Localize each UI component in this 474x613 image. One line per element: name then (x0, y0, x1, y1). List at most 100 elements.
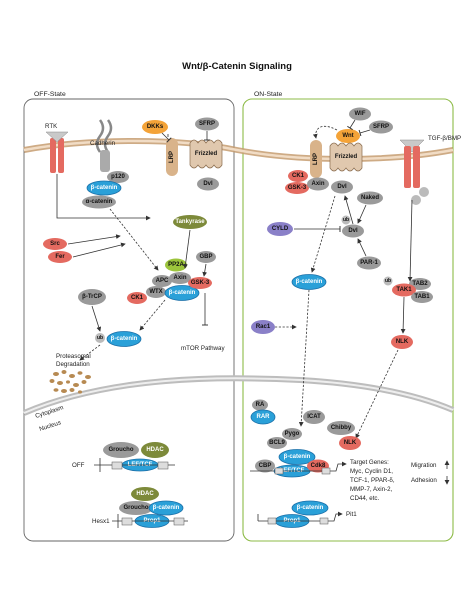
on-state-panel (242, 98, 454, 542)
svg-text:β-catenin: β-catenin (296, 279, 323, 285)
node-ub2-on: ub (383, 276, 393, 286)
target-genes-line-1: Myc, Cyclin D1, (350, 468, 393, 475)
node-pygo: Pygo (282, 428, 302, 440)
dna-off-2 (112, 514, 188, 528)
svg-text:CBP: CBP (259, 463, 272, 469)
svg-text:CK1: CK1 (292, 173, 305, 179)
svg-text:β-catenin: β-catenin (297, 505, 324, 511)
edge-nlk-nuc (355, 349, 399, 439)
svg-text:GBP: GBP (199, 254, 212, 260)
node-dkks: DKKs (142, 120, 168, 134)
node-btrcp: β-TrCP (78, 289, 106, 305)
svg-text:LRP: LRP (169, 151, 175, 163)
svg-text:Cdk8: Cdk8 (311, 463, 326, 469)
svg-text:Frizzled: Frizzled (195, 151, 218, 157)
node-lrp-on: LRP (310, 140, 322, 178)
svg-text:Dvl: Dvl (348, 228, 358, 234)
node-ra: RA (252, 399, 268, 411)
svg-text:β-catenin: β-catenin (91, 185, 118, 191)
node-gsk3-off: GSK-3 (188, 277, 212, 289)
node-groucho2-off: Groucho (119, 501, 153, 515)
plasma-membrane (23, 138, 454, 162)
node-dvl-off: Dvl (197, 177, 219, 191)
node-naked: Naked (357, 191, 383, 205)
node-wnt: Wnt (336, 129, 360, 143)
svg-text:Chibby: Chibby (331, 425, 352, 431)
node-hdac-off: HDAC (141, 442, 169, 458)
node-beta-catenin-nuc-off: β-catenin (148, 500, 184, 516)
edge-dkks-inhibit (161, 132, 172, 143)
svg-text:β-catenin: β-catenin (153, 505, 180, 511)
node-beta-catenin-ub: β-catenin (106, 331, 142, 347)
svg-text:β-catenin: β-catenin (111, 336, 138, 342)
node-frizzled-off: Frizzled (189, 139, 223, 169)
svg-text:GSK-3: GSK-3 (288, 185, 307, 191)
svg-text:WTX: WTX (149, 289, 162, 295)
migration-label: Migration (411, 462, 437, 469)
node-axin-on: Axin (307, 177, 329, 191)
diagram-title: Wnt/β-Catenin Signaling (182, 61, 292, 72)
edge-dvl-catenin (310, 195, 336, 273)
edge-wif-inhibit (347, 119, 356, 131)
degradation-fragments-icon (49, 370, 91, 394)
node-gsk3-on: GSK-3 (285, 182, 309, 194)
edge-btrcp (91, 305, 102, 332)
mtor-pathway-label: mTOR Pathway (181, 345, 225, 352)
tgf-receptor (399, 139, 429, 205)
edge-dvl2-dvl (343, 195, 354, 225)
svg-text:LRP: LRP (313, 153, 319, 165)
svg-text:Axin: Axin (311, 181, 324, 187)
edge-catenin-nuc (298, 289, 310, 427)
node-icat: ICAT (303, 410, 325, 424)
on-state-label: ON-State (254, 91, 283, 98)
node-lrp-off: LRP (166, 138, 178, 176)
node-gbp: GBP (196, 251, 216, 263)
svg-text:GSK-3: GSK-3 (191, 280, 210, 286)
svg-text:CYLD: CYLD (272, 226, 289, 232)
node-sfrp-on: SFRP (369, 120, 393, 134)
edge-tankyrase (183, 229, 191, 269)
edge-degradation (79, 344, 101, 361)
svg-text:CK1: CK1 (131, 295, 144, 301)
svg-text:SFRP: SFRP (373, 124, 389, 130)
node-nlk2: NLK (339, 436, 361, 450)
svg-text:PP2A: PP2A (168, 262, 184, 268)
node-ub-off: ub (95, 333, 105, 343)
edge-to-ub (139, 299, 166, 331)
tgf-label: TGF-β/BMP (428, 135, 461, 142)
edge-naked (357, 204, 367, 224)
edge-rtk (56, 174, 151, 221)
nucleus-label: Nucleus (38, 419, 61, 433)
edge-membrane-catenin (109, 208, 159, 271)
node-fer: Fer (48, 251, 72, 263)
off-state-panel (23, 98, 235, 542)
svg-text:Frizzled: Frizzled (335, 154, 358, 160)
off-label: OFF (72, 462, 85, 469)
hesx1-label: Hesx1 (92, 518, 110, 525)
svg-text:ub: ub (343, 217, 349, 223)
node-groucho-off: Groucho (103, 442, 139, 458)
node-ck1-on: CK1 (288, 170, 308, 182)
svg-text:RA: RA (256, 402, 265, 408)
edge-tak1-nlk (400, 296, 406, 334)
dna-on-2 (257, 514, 342, 525)
cadherin-label: Cadherin (90, 140, 116, 147)
svg-text:BCL9: BCL9 (269, 440, 285, 446)
svg-text:Wnt: Wnt (342, 133, 353, 139)
edge-wnt-lrp (312, 125, 338, 139)
node-alpha-catenin: α-catenin (82, 195, 116, 209)
pit1-label: Pit1 (346, 511, 357, 518)
svg-text:SFRP: SFRP (199, 121, 215, 127)
node-tak1: TAK1 (392, 283, 416, 297)
node-dvl-on: Dvl (331, 180, 353, 194)
node-beta-catenin-nuc-on: β-catenin (278, 449, 316, 465)
node-beta-catenin-pit: β-catenin (291, 500, 329, 516)
rtk-receptor (45, 131, 69, 173)
node-wtx: WTX (146, 286, 166, 298)
node-p120: p120 (107, 171, 129, 183)
svg-text:ub: ub (385, 278, 391, 284)
node-pp2a: PP2A (165, 258, 187, 272)
edge-sfrp-inhibit-on (358, 129, 371, 137)
node-par1: PAR-1 (357, 256, 381, 270)
